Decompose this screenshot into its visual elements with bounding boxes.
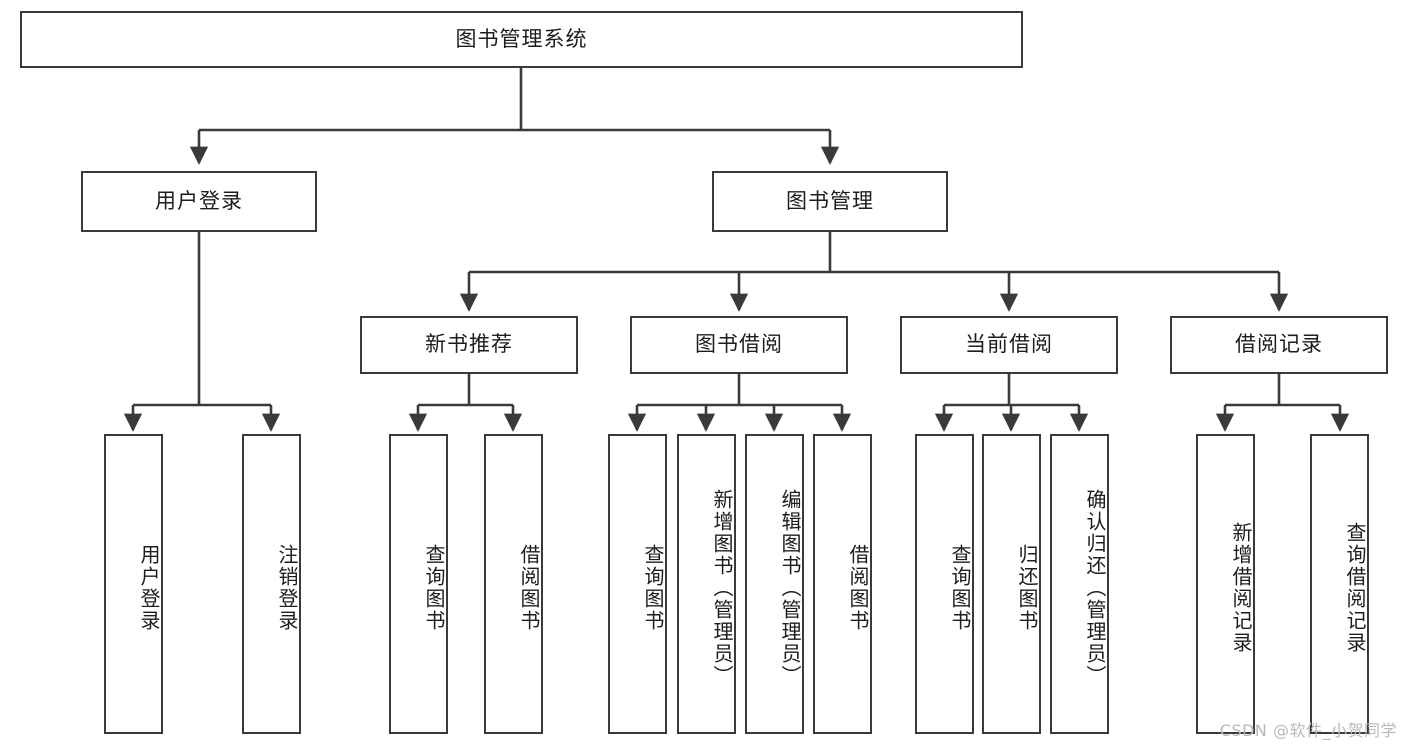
- node-leaf-add-book-label: 新增图书（管理员）: [710, 489, 734, 687]
- node-leaf-add-book[interactable]: 新增图书（管理员）: [677, 434, 736, 734]
- node-leaf-user-login-label: 用户登录: [137, 544, 161, 632]
- node-new-book-recommend-label: 新书推荐: [425, 332, 513, 357]
- node-current-borrow[interactable]: 当前借阅: [900, 316, 1118, 374]
- node-root-label: 图书管理系统: [455, 26, 588, 51]
- watermark: CSDN @软件_小贺同学: [1219, 721, 1397, 740]
- node-new-book-recommend[interactable]: 新书推荐: [360, 316, 578, 374]
- node-borrow-record-label: 借阅记录: [1235, 332, 1323, 357]
- node-leaf-logout-label: 注销登录: [275, 544, 299, 632]
- node-user-login[interactable]: 用户登录: [81, 171, 317, 232]
- node-leaf-borrow-book-1[interactable]: 借阅图书: [484, 434, 543, 734]
- node-root[interactable]: 图书管理系统: [20, 11, 1023, 68]
- node-leaf-query-book-3[interactable]: 查询图书: [915, 434, 974, 734]
- node-current-borrow-label: 当前借阅: [965, 332, 1053, 357]
- node-leaf-borrow-book-2[interactable]: 借阅图书: [813, 434, 872, 734]
- node-leaf-query-record-label: 查询借阅记录: [1343, 522, 1367, 654]
- node-leaf-add-record[interactable]: 新增借阅记录: [1196, 434, 1255, 734]
- node-borrow-record[interactable]: 借阅记录: [1170, 316, 1388, 374]
- node-book-manage-label: 图书管理: [786, 188, 874, 213]
- node-leaf-confirm-return-label: 确认归还（管理员）: [1083, 489, 1107, 687]
- node-leaf-add-record-label: 新增借阅记录: [1229, 522, 1253, 654]
- node-user-login-label: 用户登录: [155, 188, 243, 213]
- node-book-manage[interactable]: 图书管理: [712, 171, 948, 232]
- node-book-borrow[interactable]: 图书借阅: [630, 316, 848, 374]
- node-leaf-return-book-label: 归还图书: [1015, 544, 1039, 632]
- node-leaf-query-book-2-label: 查询图书: [641, 544, 665, 632]
- node-leaf-borrow-book-2-label: 借阅图书: [846, 544, 870, 632]
- node-leaf-query-book-2[interactable]: 查询图书: [608, 434, 667, 734]
- node-leaf-return-book[interactable]: 归还图书: [982, 434, 1041, 734]
- node-leaf-edit-book-label: 编辑图书（管理员）: [778, 489, 802, 687]
- node-leaf-user-login[interactable]: 用户登录: [104, 434, 163, 734]
- node-book-borrow-label: 图书借阅: [695, 332, 783, 357]
- node-leaf-query-record[interactable]: 查询借阅记录: [1310, 434, 1369, 734]
- node-leaf-query-book-3-label: 查询图书: [948, 544, 972, 632]
- node-leaf-edit-book[interactable]: 编辑图书（管理员）: [745, 434, 804, 734]
- node-leaf-borrow-book-1-label: 借阅图书: [517, 544, 541, 632]
- node-leaf-logout[interactable]: 注销登录: [242, 434, 301, 734]
- node-leaf-confirm-return[interactable]: 确认归还（管理员）: [1050, 434, 1109, 734]
- node-leaf-query-book-1[interactable]: 查询图书: [389, 434, 448, 734]
- node-leaf-query-book-1-label: 查询图书: [422, 544, 446, 632]
